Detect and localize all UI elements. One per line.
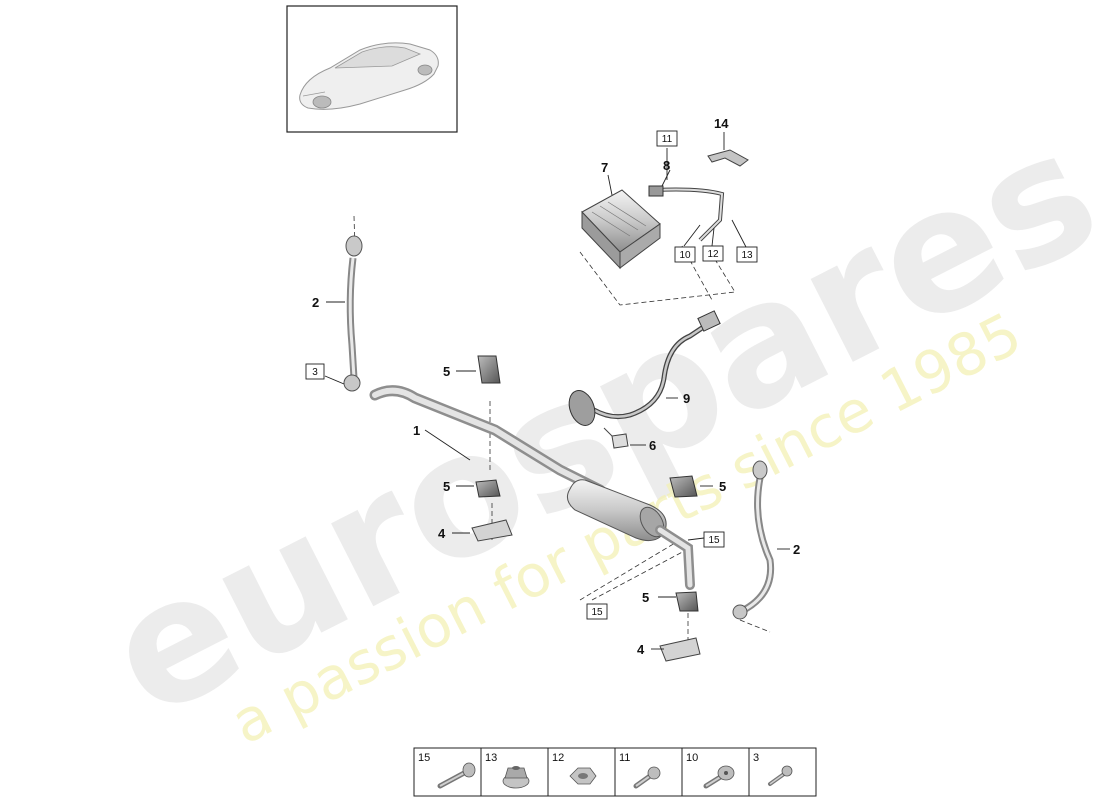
boxed-callout-10: 10 [674, 246, 696, 263]
fastener-cell: 3 [753, 752, 793, 786]
leader-lines [324, 132, 790, 650]
svg-text:15: 15 [708, 535, 720, 546]
wiring-harness [568, 310, 721, 426]
svg-text:15: 15 [418, 752, 430, 764]
boxed-callout-11: 11 [656, 130, 678, 147]
reference-lines [353, 215, 771, 650]
bracket [471, 519, 701, 662]
callout-1: 1 [413, 423, 420, 438]
rubber-mount [475, 355, 699, 612]
boxed-callout-12: 12 [702, 245, 724, 262]
boxed-callout-13: 13 [736, 246, 758, 263]
car-thumbnail-icon [299, 42, 439, 110]
fastener-table: 15 13 12 11 [413, 747, 817, 797]
stabilizer-bar [369, 385, 695, 590]
boxed-callout-3: 3 [305, 363, 325, 380]
fastener-cell: 15 [418, 752, 476, 789]
svg-text:11: 11 [662, 134, 673, 145]
fastener-cell: 11 [619, 752, 661, 789]
callout-6: 6 [649, 438, 656, 453]
callout-7: 7 [601, 160, 608, 175]
boxed-callout-15-bottom: 15 [586, 603, 608, 620]
callout-5-top: 5 [443, 364, 450, 379]
coupling-rod-left [343, 235, 363, 392]
callout-8: 8 [663, 158, 670, 173]
plain-callouts: 1 2 2 4 4 5 5 5 5 6 7 8 9 14 [312, 116, 800, 657]
fastener-cell: 10 [686, 752, 735, 789]
svg-text:13: 13 [741, 250, 753, 261]
callout-5-middle: 5 [443, 479, 450, 494]
boxed-callout-15-right: 15 [703, 531, 725, 548]
hex-nut-icon [569, 767, 597, 785]
short-bolt-icon [633, 766, 661, 789]
flange-nut-icon [502, 766, 530, 789]
callout-14: 14 [714, 116, 729, 131]
upper-harness [648, 185, 725, 242]
callout-5-right: 5 [719, 479, 726, 494]
callout-4-lower: 4 [637, 642, 645, 657]
ground-strap [707, 149, 749, 167]
callout-5-bottom: 5 [642, 590, 649, 605]
svg-text:11: 11 [619, 752, 630, 764]
control-unit [581, 189, 661, 270]
small-bolt-icon [768, 765, 793, 786]
svg-text:3: 3 [753, 752, 759, 764]
fastener-cell: 12 [552, 752, 597, 785]
torx-bolt-icon [703, 765, 735, 789]
coupling-rod-right [732, 460, 775, 620]
boxed-callouts: 3 10 11 12 13 15 15 [305, 130, 758, 620]
svg-text:10: 10 [686, 752, 698, 764]
car-thumbnail [286, 5, 458, 133]
fastener-cell: 13 [485, 752, 530, 789]
svg-text:12: 12 [552, 752, 564, 764]
svg-text:15: 15 [591, 607, 603, 618]
svg-text:12: 12 [707, 249, 719, 260]
clip [603, 427, 629, 449]
svg-text:10: 10 [679, 250, 691, 261]
callout-4-upper: 4 [438, 526, 446, 541]
long-bolt-icon [437, 762, 476, 789]
callout-2-left: 2 [312, 295, 319, 310]
callout-2-right: 2 [793, 542, 800, 557]
svg-text:13: 13 [485, 752, 497, 764]
svg-text:3: 3 [312, 367, 318, 378]
callout-9: 9 [683, 391, 690, 406]
